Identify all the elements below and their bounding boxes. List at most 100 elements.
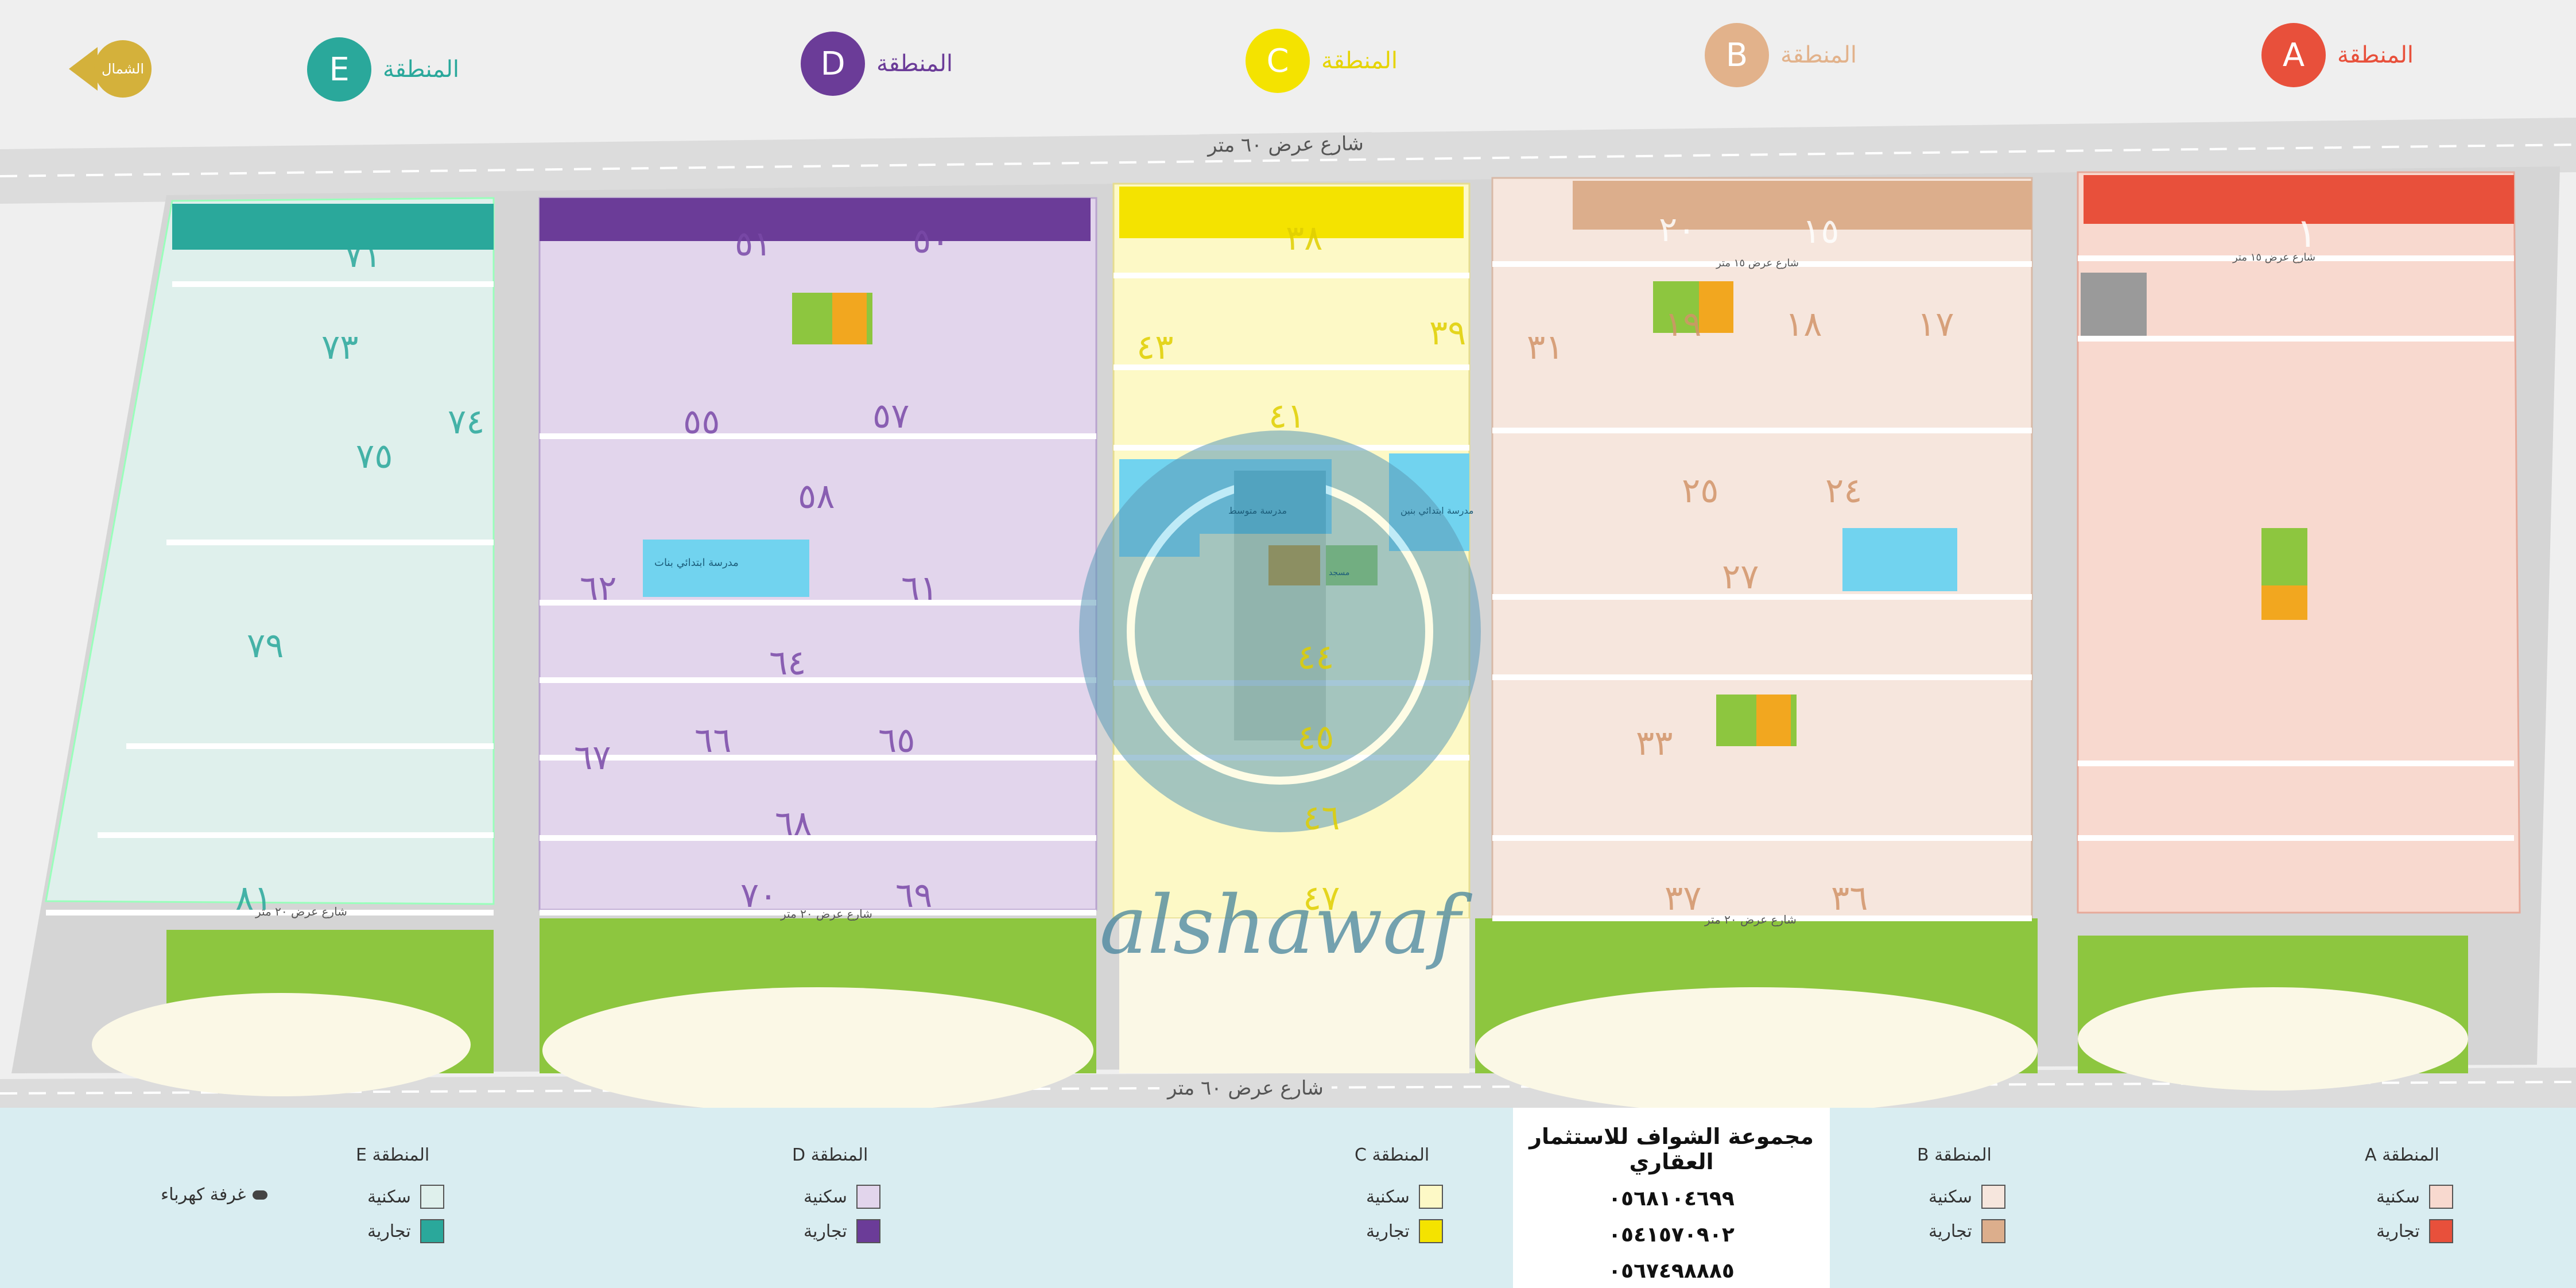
school-d [643, 540, 809, 597]
block-number[interactable]: ٤٧ [1303, 878, 1340, 918]
street-label-20-center: شارع عرض ٢٠ متر [781, 907, 872, 921]
contact-phone-2[interactable]: ٠٥٤١٥٧٠٩٠٢ [1608, 1223, 1735, 1247]
legend-swatch [1981, 1185, 2005, 1209]
block-number[interactable]: ٣٩ [1429, 313, 1467, 353]
zone-a-label: المنطقة [2337, 42, 2414, 68]
facility-school-middle[interactable]: مدرسة متوسط [1228, 505, 1287, 516]
zone-b-area [1475, 177, 2038, 1108]
street-label-15-a: شارع عرض ١٥ متر [2233, 251, 2315, 263]
electric-room-icon [253, 1190, 268, 1200]
legend-swatch [1418, 1185, 1443, 1209]
block-number[interactable]: ٦٩ [895, 875, 933, 915]
zone-header-e[interactable]: المنطقة E [307, 37, 459, 102]
block-number[interactable]: ٨١ [235, 878, 273, 918]
facility-school-girls[interactable]: مدرسة ابتدائي بنات [654, 557, 739, 569]
street-label-20-left: شارع عرض ٢٠ متر [255, 905, 347, 918]
block-number[interactable]: ٦٥ [878, 720, 915, 761]
block-number[interactable]: ٦٢ [580, 568, 617, 608]
north-arrow-icon [69, 47, 98, 91]
watermark-text: alshawaf [1100, 879, 1473, 972]
legend-row-res: سكنية [1929, 1185, 2005, 1209]
block-number[interactable]: ٢٥ [1682, 471, 1719, 511]
legend-zone-title: المنطقة B [1917, 1145, 1992, 1165]
block-number[interactable]: ١٩ [1665, 304, 1702, 344]
block-number[interactable]: ١ [2296, 210, 2318, 257]
block-number[interactable]: ٢٧ [1722, 557, 1759, 597]
block-number[interactable]: ٢٠ [1659, 210, 1696, 250]
block-number[interactable]: ٦٨ [775, 804, 812, 844]
block-number[interactable]: ٥٧ [872, 396, 910, 436]
legend-row-res: سكنية [1366, 1185, 1443, 1209]
block-number[interactable]: ٧٩ [247, 626, 284, 666]
zone-a-commercial-strip [2084, 175, 2514, 224]
legend-label: سكنية [2376, 1186, 2420, 1207]
block-number[interactable]: ٧٥ [356, 436, 393, 476]
block-number[interactable]: ٣٣ [1636, 723, 1673, 763]
zone-header-d[interactable]: المنطقة D [801, 32, 953, 96]
legend-label: سكنية [804, 1186, 847, 1207]
block-number[interactable]: ٦٦ [695, 720, 732, 761]
zone-e-badge: E [307, 37, 371, 102]
block-number[interactable]: ٣٧ [1665, 878, 1702, 918]
legend-label: سكنية [1929, 1186, 1972, 1207]
zone-b-commercial-strip [1573, 181, 2032, 230]
legend-row-com: تجارية [367, 1219, 444, 1243]
top-road [0, 118, 2576, 204]
facility-school-boys[interactable]: مدرسة ابتدائي بنين [1400, 505, 1474, 516]
legend-label: سكنية [367, 1186, 411, 1207]
street-label-top: شارع عرض ٦٠ متر [1199, 132, 1372, 157]
legend-zone-title: المنطقة D [792, 1145, 868, 1165]
block-number[interactable]: ٧١ [344, 235, 382, 276]
legend-swatch [420, 1219, 444, 1243]
block-number[interactable]: ٧٤ [448, 402, 485, 442]
legend-electric-room-label: غرفة كهرباء [161, 1185, 246, 1205]
block-number[interactable]: ٥١ [735, 224, 772, 264]
facility-mosque[interactable]: مسجد [1329, 568, 1350, 577]
block-number[interactable]: ٧٣ [321, 327, 359, 367]
block-number[interactable]: ٤٥ [1297, 717, 1334, 758]
block-number[interactable]: ٦٤ [769, 643, 806, 683]
legend-zone-title: المنطقة C [1355, 1145, 1430, 1165]
block-number[interactable]: ١٥ [1802, 211, 1840, 251]
block-number[interactable]: ٣١ [1527, 327, 1564, 367]
zone-d-area [538, 197, 1097, 1108]
zone-a-badge: A [2261, 23, 2326, 87]
legend-row-com: تجارية [1929, 1219, 2005, 1243]
block-number[interactable]: ٤٤ [1297, 637, 1334, 677]
block-number[interactable]: ٣٨ [1286, 218, 1323, 258]
legend-row-com: تجارية [804, 1219, 880, 1243]
block-number[interactable]: ٥٥ [683, 402, 720, 442]
block-number[interactable]: ٤١ [1268, 396, 1306, 436]
zone-header-c[interactable]: المنطقة C [1246, 29, 1398, 93]
legend-row-res: سكنية [2376, 1185, 2453, 1209]
block-number[interactable]: ٦١ [901, 568, 938, 608]
block-number[interactable]: ٤٦ [1303, 798, 1340, 838]
legend-swatch [2428, 1219, 2453, 1243]
street-label-bottom: شارع عرض ٦٠ متر [1159, 1077, 1332, 1100]
contact-phone-1[interactable]: ٠٥٦٨١٠٤٦٩٩ [1608, 1187, 1735, 1211]
zone-header-b[interactable]: المنطقة B [1705, 23, 1857, 87]
contact-phone-3[interactable]: ٠٥٦٧٤٩٨٨٨٥ [1608, 1259, 1735, 1283]
legend-row-com: تجارية [2376, 1219, 2453, 1243]
legend-swatch [856, 1219, 880, 1243]
zone-header-a[interactable]: المنطقة A [2261, 23, 2414, 87]
block-number[interactable]: ٥٨ [798, 476, 835, 517]
contact-title: مجموعة الشواف للاستثمار العقاري [1529, 1124, 1814, 1174]
block-number[interactable]: ٢٤ [1825, 471, 1863, 511]
legend-row-res: سكنية [367, 1185, 444, 1209]
legend-zone-title: المنطقة A [2365, 1145, 2439, 1165]
legend-row-res: سكنية [804, 1185, 880, 1209]
block-number[interactable]: ٥٠ [913, 221, 950, 261]
block-number[interactable]: ٤٣ [1136, 327, 1174, 367]
zone-d-label: المنطقة [876, 51, 953, 77]
block-number[interactable]: ١٧ [1917, 304, 1954, 344]
block-number[interactable]: ٣٦ [1831, 878, 1868, 918]
legend-swatch [1418, 1219, 1443, 1243]
zone-b-badge: B [1705, 23, 1769, 87]
legend-swatch [1981, 1219, 2005, 1243]
legend-row-com: تجارية [1366, 1219, 1443, 1243]
block-number[interactable]: ١٨ [1785, 304, 1822, 344]
block-number[interactable]: ٦٧ [574, 738, 611, 778]
block-number[interactable]: ٧٠ [740, 875, 778, 915]
zone-a-area [2077, 171, 2521, 1091]
